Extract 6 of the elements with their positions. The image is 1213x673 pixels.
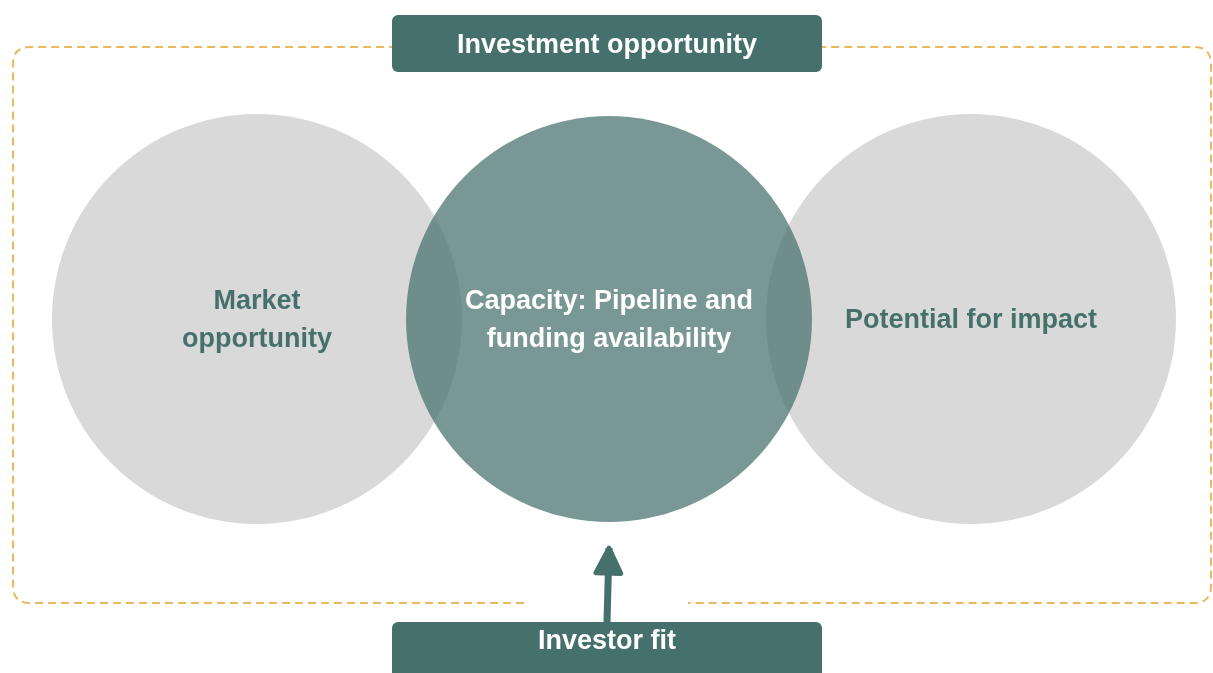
circle-label: Capacity: Pipeline and funding availability (463, 284, 755, 355)
label-box: Investor fit (392, 622, 822, 673)
circle-label: Potential for impact (844, 303, 1098, 336)
circle-label: Market opportunity (181, 284, 333, 355)
heading-label: Investment opportunity (392, 15, 822, 72)
arrow (593, 545, 624, 623)
